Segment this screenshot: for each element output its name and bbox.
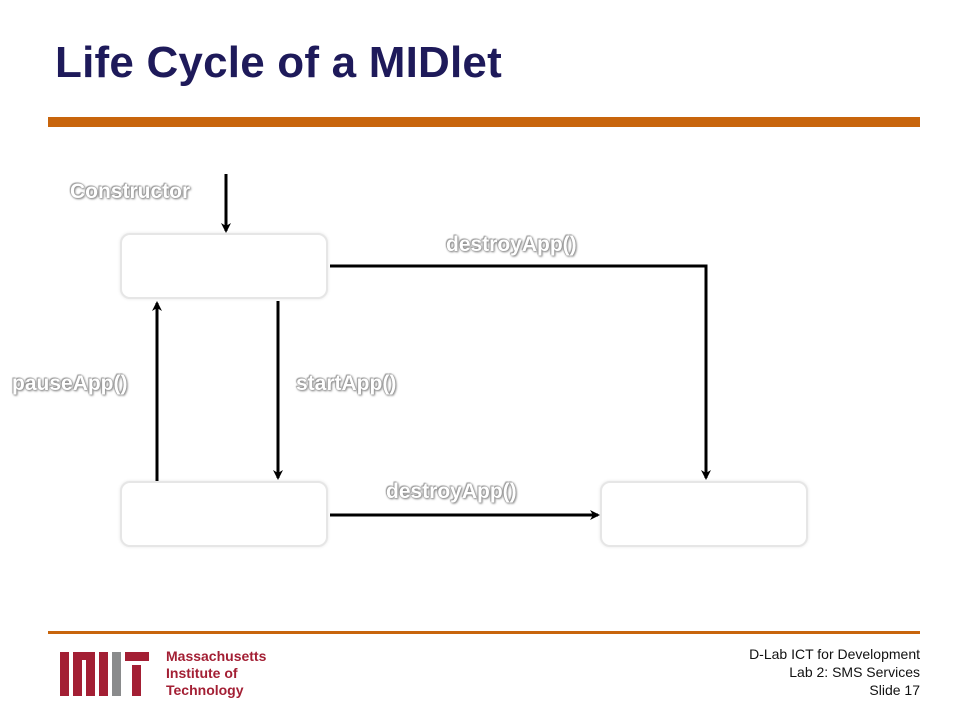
slide-title: Life Cycle of a MIDlet bbox=[55, 38, 502, 87]
pause-label: pauseApp() bbox=[12, 372, 128, 395]
mit-wordmark: Massachusetts Institute of Technology bbox=[166, 648, 266, 699]
state-box-destroyed bbox=[600, 481, 808, 547]
state-box-paused bbox=[120, 233, 328, 299]
destroy-label-bottom: destroyApp() bbox=[386, 480, 517, 503]
mit-wordmark-line1: Massachusetts bbox=[166, 648, 267, 664]
bottom-divider bbox=[48, 631, 920, 634]
footer-slide-number: Slide 17 bbox=[869, 682, 920, 698]
constructor-label: Constructor bbox=[70, 180, 191, 203]
top-divider bbox=[48, 117, 920, 127]
start-label: startApp() bbox=[296, 372, 397, 395]
destroy-arrow-top bbox=[330, 264, 711, 480]
slide-footer: D-Lab ICT for Development Lab 2: SMS Ser… bbox=[749, 645, 920, 699]
mit-logo-icon bbox=[60, 652, 149, 696]
state-box-active bbox=[120, 481, 328, 547]
mit-wordmark-line2: Institute of bbox=[166, 665, 238, 681]
destroy-label-top: destroyApp() bbox=[446, 233, 577, 256]
footer-course: D-Lab ICT for Development bbox=[749, 646, 920, 662]
mit-wordmark-line3: Technology bbox=[166, 682, 244, 698]
footer-lab: Lab 2: SMS Services bbox=[789, 664, 920, 680]
